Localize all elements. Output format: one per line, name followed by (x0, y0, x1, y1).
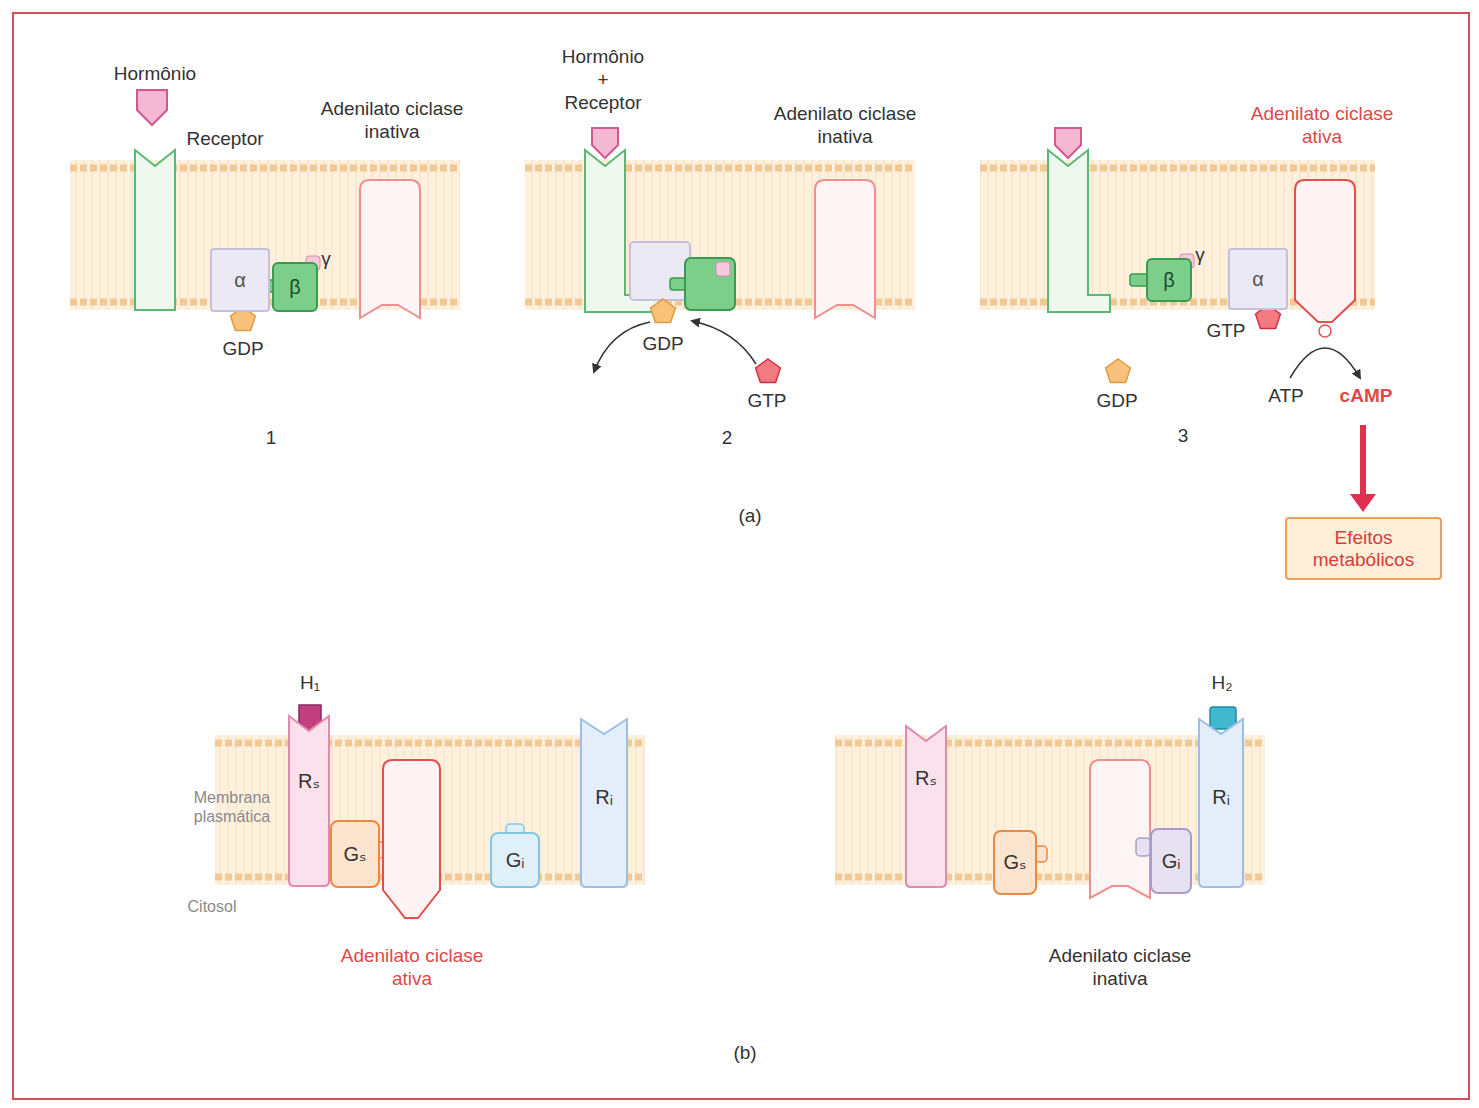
node-text: Gᵢ (1162, 850, 1181, 873)
gi-knob (1136, 838, 1150, 856)
molecule-label: GTP (1206, 320, 1245, 343)
step-number: 2 (722, 427, 733, 450)
node-text: Gᵢ (506, 849, 525, 872)
receptor (1048, 150, 1110, 312)
receptor (135, 150, 175, 310)
receptor-outline (1199, 719, 1243, 887)
adenylate-cyclase (815, 180, 875, 318)
exchange-arrow (594, 322, 650, 372)
step-number: 1 (266, 427, 277, 450)
alpha-subunit: α (210, 248, 270, 312)
enzyme-label: Adenilato ciclase ativa (1237, 103, 1407, 149)
membrane (525, 165, 915, 172)
molecule-label: cAMP (1340, 385, 1393, 408)
region-label: Membrana plasmática (182, 788, 282, 826)
effects-box: Efeitos metabólicos (1285, 517, 1442, 580)
gi-protein: Gᵢ (490, 832, 540, 888)
node-text: Rₛ (915, 767, 937, 790)
receptor-outline (905, 725, 947, 888)
hormone-label: H₂ (1211, 672, 1232, 695)
receptor-outline (289, 716, 329, 886)
panel-label: (a) (738, 505, 761, 528)
molecule-label: GTP (747, 390, 786, 413)
effect-arrowhead (1350, 494, 1376, 512)
molecule-label: GDP (1096, 390, 1137, 413)
adenylate-cyclase-active (383, 760, 440, 918)
exchange-arrow (692, 321, 756, 364)
hormone (137, 90, 167, 125)
receptor-outline (288, 715, 330, 887)
gs-protein: Gₛ (330, 820, 380, 888)
enzyme-label: Adenilato ciclase inativa (1035, 945, 1205, 991)
gamma-subunit (716, 262, 730, 276)
gdp-pentagon (1106, 359, 1131, 383)
membrane (70, 165, 460, 172)
node-text: Gₛ (343, 843, 366, 866)
region-label: Citosol (188, 897, 237, 916)
receptor (135, 150, 175, 310)
molecule-label: GDP (222, 338, 263, 361)
membrane (980, 165, 1375, 172)
subunit-label: γ (1195, 244, 1205, 267)
receptor-label: Receptor (186, 128, 263, 151)
panel-label: (b) (733, 1042, 756, 1065)
step-number: 3 (1178, 425, 1189, 448)
adenylate-cyclase-active (1295, 180, 1355, 322)
inhibitory-receptor: Rᵢ (580, 718, 628, 888)
node-text: α (1252, 268, 1264, 291)
hormone-label: Hormônio (114, 63, 196, 86)
beta-subunit: β (1146, 258, 1192, 302)
node-text: Rᵢ (595, 786, 613, 809)
node-text: Efeitos metabólicos (1293, 527, 1434, 571)
node-text: α (234, 269, 246, 292)
receptor-outline (581, 719, 627, 887)
stimulatory-receptor: Rₛ (288, 715, 330, 887)
catalytic-site (1319, 325, 1331, 337)
enzyme-label: Adenilato ciclase inativa (760, 103, 930, 149)
beta-subunit: β (272, 262, 318, 312)
adenylate-cyclase (1090, 760, 1150, 898)
effect-arrow (1360, 425, 1366, 496)
gdp-pentagon (651, 299, 676, 323)
gtp-pentagon (756, 359, 781, 383)
molecule-label: GDP (642, 333, 683, 356)
node-text: Gₛ (1003, 851, 1026, 874)
molecule-label: ATP (1268, 385, 1304, 408)
enzyme-label: Adenilato ciclase inativa (307, 98, 477, 144)
hormone (592, 128, 618, 158)
inhibitory-receptor: Rᵢ (1198, 718, 1244, 888)
alpha-subunit (630, 242, 690, 300)
alpha-subunit: α (1228, 248, 1288, 310)
outer-frame (13, 13, 1469, 1099)
adenylate-cyclase (360, 180, 420, 318)
node-text: Rₛ (298, 770, 320, 793)
gs-protein: Gₛ (993, 830, 1037, 895)
node-text: Rᵢ (1212, 786, 1230, 809)
node-text: β (1163, 269, 1175, 292)
membrane (70, 160, 1375, 885)
subunit-label: γ (321, 248, 331, 271)
reaction-arrow (1290, 348, 1360, 378)
hormone-label: H₁ (300, 672, 320, 695)
gi-protein: Gᵢ (1150, 828, 1192, 894)
node-text: β (289, 276, 301, 299)
enzyme-label: Adenilato ciclase ativa (327, 945, 497, 991)
receptor-outline (906, 726, 946, 887)
hormone-label: Hormônio + Receptor (557, 46, 649, 114)
stimulatory-receptor: Rₛ (905, 725, 947, 888)
beta-subunit (685, 258, 735, 310)
hormone (1055, 128, 1081, 158)
